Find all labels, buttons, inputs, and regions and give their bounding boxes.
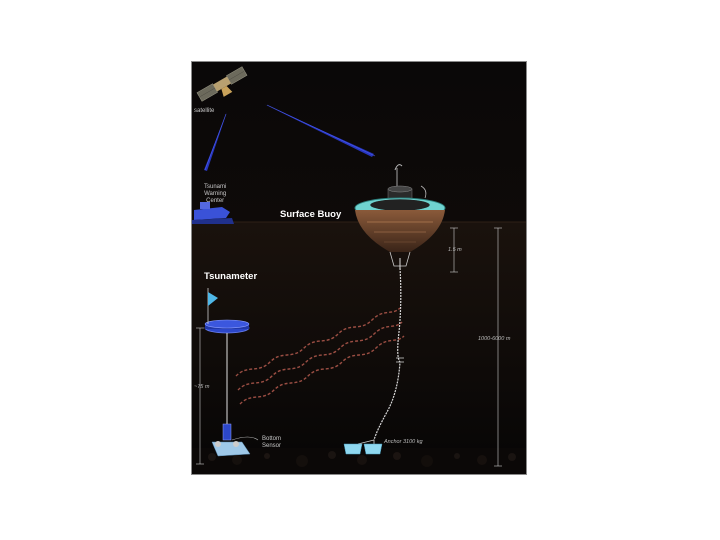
warning-center-icon (192, 202, 234, 224)
tsunameter-float-icon (204, 319, 250, 334)
anchor-icon (343, 439, 383, 455)
flag-icon (207, 288, 218, 324)
tsunameter-height-label: ~75 m (194, 384, 210, 390)
depth-dimension (494, 227, 502, 467)
ocean (192, 222, 526, 474)
buoy-height-dimension (450, 227, 458, 273)
tsunami-detection-diagram: satellite Tsunami Warning Center Surface… (191, 61, 527, 475)
bottom-sensor-label: Bottom Sensor (262, 436, 282, 449)
satellite-signal-beams (204, 104, 376, 171)
surface-buoy-label: Surface Buoy (280, 209, 342, 220)
surface-buoy-icon (354, 164, 446, 268)
anchor-label: Anchor 3100 kg (384, 439, 423, 445)
warning-center-label: Tsunami Warning Center (204, 184, 227, 204)
satellite-icon (196, 66, 248, 102)
satellite-label: satellite (194, 108, 215, 114)
tsunameter-height-dimension (196, 327, 204, 465)
diagram-artwork (192, 62, 526, 474)
mooring-break-mark (396, 357, 404, 363)
buoy-height-label: 1.5 m (448, 247, 462, 253)
bottom-sensor-icon (211, 423, 259, 457)
tsunameter-label: Tsunameter (204, 271, 258, 282)
mooring-depth-label: 1000-6000 m (478, 336, 511, 342)
